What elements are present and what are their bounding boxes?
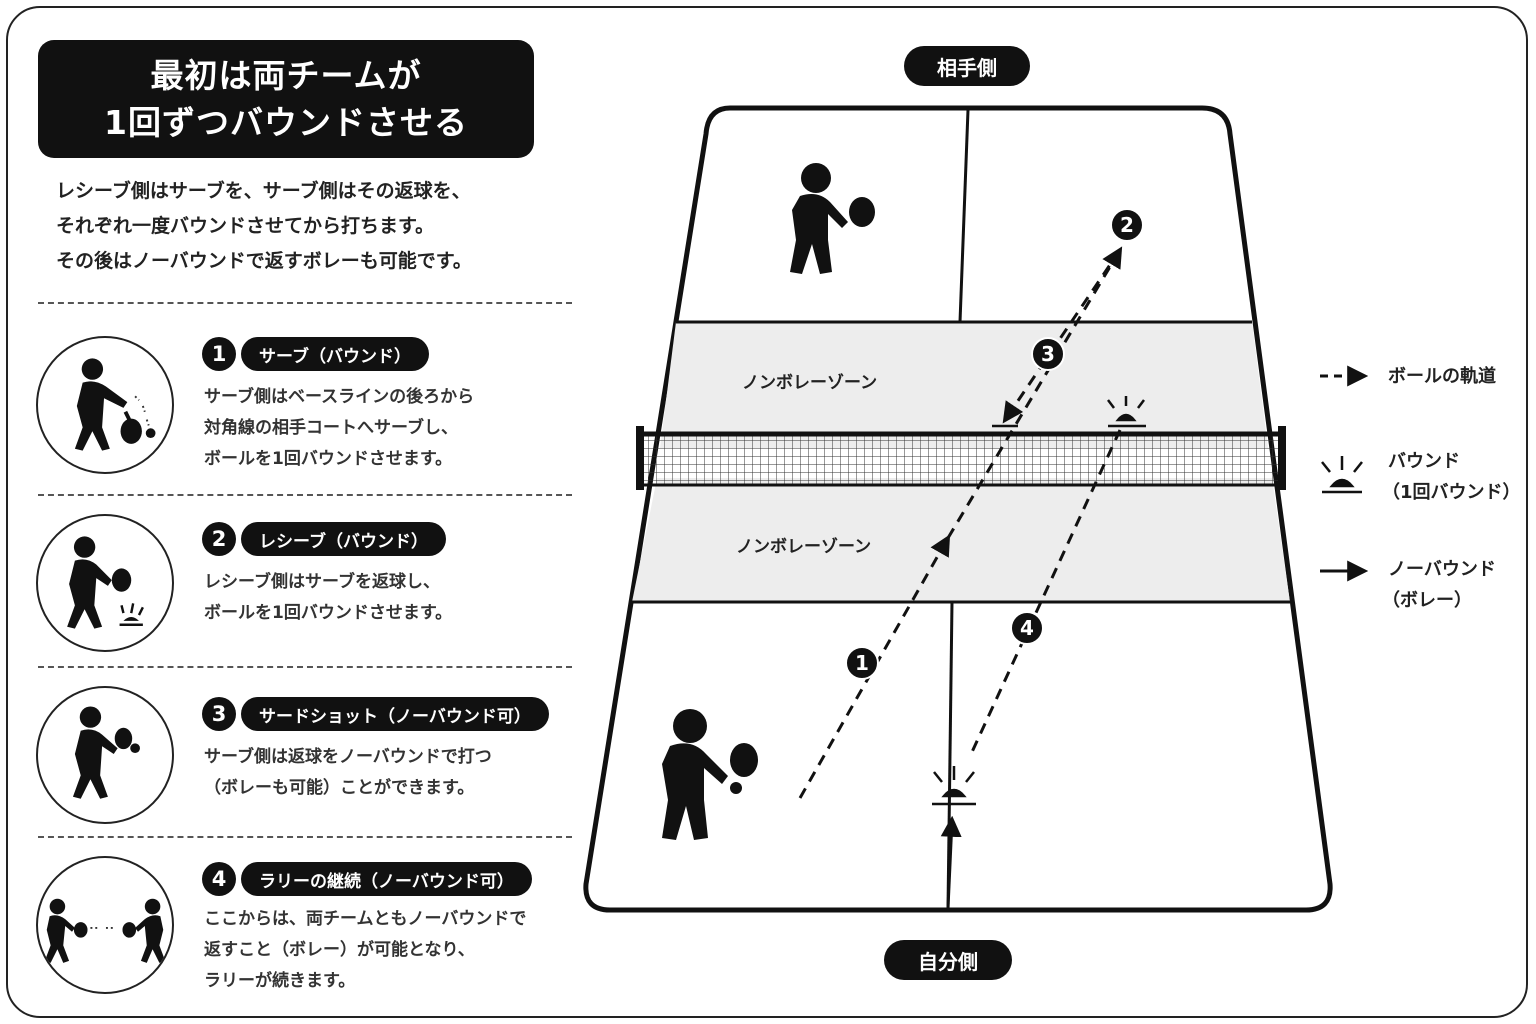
step-1-desc: サーブ側はベースラインの後ろから 対角線の相手コートへサーブし、 ボールを1回バ… [204, 382, 584, 475]
net [640, 431, 1282, 487]
desc-line: ボールを1回バウンドさせます。 [204, 603, 453, 623]
intro-line: その後はノーバウンドで返すボレーも可能です。 [56, 250, 472, 272]
legend-bounce-label: バウンド [1388, 451, 1460, 472]
receive-player-icon [36, 514, 174, 652]
own-player-icon [662, 709, 758, 840]
rally-players-icon [36, 856, 174, 994]
trajectory-1 [798, 534, 951, 799]
path-number-4: 4 [1010, 611, 1044, 645]
step-3-number: 3 [202, 697, 236, 731]
desc-line: ラリーが続きます。 [204, 971, 356, 991]
step-4-label: ラリーの継続（ノーバウンド可） [241, 862, 532, 896]
trajectory-2 [1002, 249, 1122, 424]
divider [38, 666, 572, 668]
title-line-1: 最初は両チームが [150, 56, 422, 95]
step-4-title: 4 ラリーの継続（ノーバウンド可） [202, 862, 532, 896]
desc-line: サーブ側はベースラインの後ろから [204, 387, 475, 407]
desc-line: サーブ側は返球をノーバウンドで打つ [204, 747, 492, 767]
title-box: 最初は両チームが 1回ずつバウンドさせる [38, 40, 534, 158]
step-1-title: 1 サーブ（バウンド） [202, 337, 429, 371]
bounce-mark-net-right [1107, 396, 1146, 428]
legend-no-bounce-label: ノーバウンド [1388, 559, 1496, 580]
outer-frame [6, 6, 1528, 1018]
step-2-desc: レシーブ側はサーブを返球し、 ボールを1回バウンドさせます。 [204, 567, 584, 629]
kitchen-zone-bottom [632, 478, 1290, 602]
intro-line: レシーブ側はサーブを、サーブ側はその返球を、 [56, 180, 471, 202]
legend-bounce-icon [1321, 456, 1363, 494]
legend-no-bounce-note: （ボレー） [1382, 590, 1472, 611]
serve-player-icon [36, 336, 174, 474]
step-2-title: 2 レシーブ（バウンド） [202, 522, 446, 556]
desc-line: レシーブ側はサーブを返球し、 [204, 572, 440, 592]
step-3-title: 3 サードショット（ノーバウンド可） [202, 697, 549, 731]
desc-line: 対角線の相手コートへサーブし、 [204, 418, 458, 438]
divider [38, 494, 572, 496]
divider [38, 836, 572, 838]
path-number-1: 1 [845, 646, 879, 680]
center-line-bottom [946, 601, 954, 909]
opponent-side-label: 相手側 [904, 46, 1030, 86]
step-1-number: 1 [202, 337, 236, 371]
intro-text: レシーブ側はサーブを、サーブ側はその返球を、 それぞれ一度バウンドさせてから打ち… [56, 174, 576, 279]
net-post-right [1278, 426, 1286, 490]
opponent-player-icon [790, 163, 875, 274]
divider [38, 302, 572, 304]
step-3-desc: サーブ側は返球をノーバウンドで打つ （ボレーも可能）ことができます。 [204, 742, 584, 804]
kitchen-zone-top [660, 322, 1268, 448]
trajectory-4 [970, 429, 1122, 753]
center-line-top [958, 109, 970, 323]
path-number-3: 3 [1031, 337, 1065, 371]
step-4-number: 4 [202, 862, 236, 896]
net-post-left [636, 426, 644, 490]
step-3-label: サードショット（ノーバウンド可） [241, 697, 549, 731]
legend-bounce-note: （1回バウンド） [1382, 482, 1521, 503]
third-shot-player-icon [36, 686, 174, 824]
step-1-label: サーブ（バウンド） [241, 337, 429, 371]
legend-trajectory-label: ボールの軌道 [1388, 366, 1496, 387]
own-side-label: 自分側 [884, 940, 1012, 980]
kitchen-label-top: ノンボレーゾーン [742, 373, 878, 393]
desc-line: 返すこと（ボレー）が可能となり、 [204, 940, 475, 960]
no-bounce-arrow [940, 815, 962, 909]
title-line-2: 1回ずつバウンドさせる [104, 103, 468, 142]
step-2-label: レシーブ（バウンド） [241, 522, 446, 556]
intro-line: それぞれ一度バウンドさせてから打ちます。 [56, 215, 435, 237]
desc-line: ボールを1回バウンドさせます。 [204, 449, 453, 469]
kitchen-label-bottom: ノンボレーゾーン [736, 537, 872, 557]
step-4-desc: ここからは、両チームともノーバウンドで 返すこと（ボレー）が可能となり、 ラリー… [204, 904, 584, 997]
desc-line: （ボレーも可能）ことができます。 [204, 778, 475, 798]
bounce-mark-own-court [932, 766, 976, 806]
step-2-number: 2 [202, 522, 236, 556]
path-number-2: 2 [1110, 208, 1144, 242]
desc-line: ここからは、両チームともノーバウンドで [204, 909, 527, 929]
